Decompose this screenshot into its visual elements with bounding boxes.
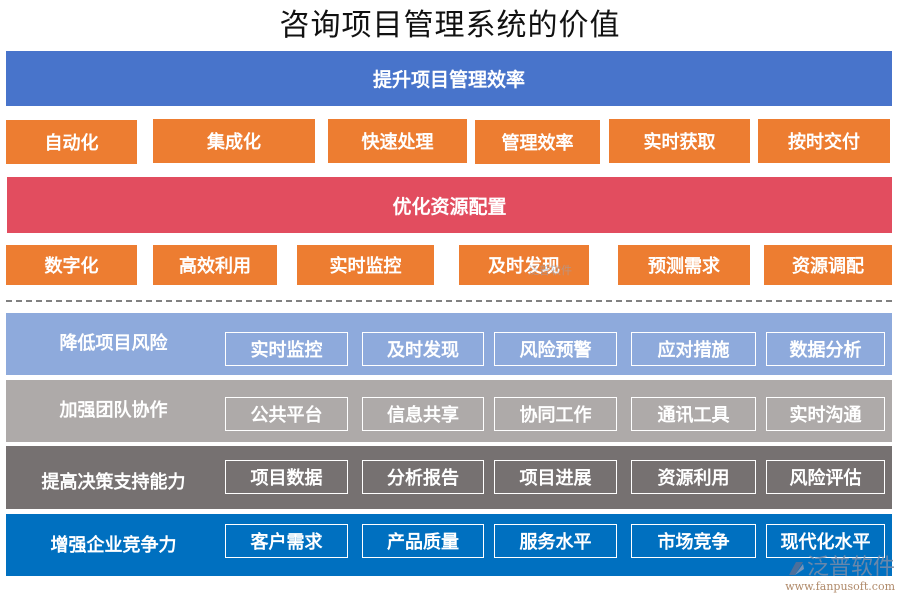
- resource-item: 高效利用: [153, 245, 277, 285]
- band-item: 信息共享: [362, 397, 484, 431]
- band-item: 资源利用: [631, 460, 756, 494]
- band-item: 及时发现: [362, 332, 484, 366]
- band-item: 数据分析: [766, 332, 885, 366]
- watermark-small: 泛普软件: [528, 264, 572, 277]
- efficiency-item: 实时获取: [609, 119, 750, 163]
- band-item: 实时沟通: [766, 397, 885, 431]
- resource-item: 资源调配: [764, 245, 892, 285]
- band-label: 降低项目风险: [59, 333, 168, 354]
- band-item: 风险预警: [494, 332, 617, 366]
- band-item: 项目数据: [225, 460, 348, 494]
- band-competitiveness: 增强企业竞争力 客户需求 产品质量 服务水平 市场竞争 现代化水平: [6, 514, 892, 576]
- section-header-efficiency: 提升项目管理效率: [6, 51, 892, 106]
- band-item: 现代化水平: [766, 524, 885, 558]
- efficiency-item: 按时交付: [758, 119, 890, 163]
- band-item: 项目进展: [494, 460, 617, 494]
- resource-item: 数字化: [6, 245, 137, 285]
- band-item: 实时监控: [225, 332, 348, 366]
- resource-item: 实时监控: [297, 245, 434, 285]
- efficiency-item: 自动化: [6, 120, 137, 164]
- band-item: 通讯工具: [631, 397, 756, 431]
- band-item: 产品质量: [362, 524, 484, 558]
- band-item: 协同工作: [494, 397, 617, 431]
- resource-item: 预测需求: [618, 245, 750, 285]
- band-team-collaboration: 加强团队协作 公共平台 信息共享 协同工作 通讯工具 实时沟通: [6, 380, 892, 442]
- section-header-resources: 优化资源配置: [7, 177, 892, 233]
- efficiency-item: 快速处理: [328, 119, 467, 163]
- efficiency-item: 集成化: [153, 119, 315, 163]
- watermark: 泛普软件 www.fanpusoft.com: [770, 556, 895, 594]
- watermark-url: www.fanpusoft.com: [785, 580, 895, 593]
- resource-item: 及时发现: [459, 245, 589, 285]
- page-title: 咨询项目管理系统的价值: [279, 8, 621, 43]
- band-item: 应对措施: [631, 332, 756, 366]
- band-label: 增强企业竞争力: [50, 535, 177, 556]
- band-item: 服务水平: [494, 524, 617, 558]
- band-item: 客户需求: [225, 524, 348, 558]
- band-item: 市场竞争: [631, 524, 756, 558]
- band-item: 分析报告: [362, 460, 484, 494]
- band-label: 提高决策支持能力: [41, 471, 186, 493]
- watermark-brand: 泛普软件: [806, 555, 895, 580]
- band-reduce-risk: 降低项目风险 实时监控 及时发现 风险预警 应对措施 数据分析: [6, 313, 892, 375]
- fanpu-logo-icon: [787, 558, 805, 575]
- band-item: 公共平台: [225, 397, 348, 431]
- band-item: 风险评估: [766, 460, 885, 494]
- band-label: 加强团队协作: [59, 400, 168, 421]
- efficiency-item: 管理效率: [475, 120, 600, 164]
- dashed-divider: [6, 300, 892, 302]
- band-decision-support: 提高决策支持能力 项目数据 分析报告 项目进展 资源利用 风险评估: [6, 446, 892, 509]
